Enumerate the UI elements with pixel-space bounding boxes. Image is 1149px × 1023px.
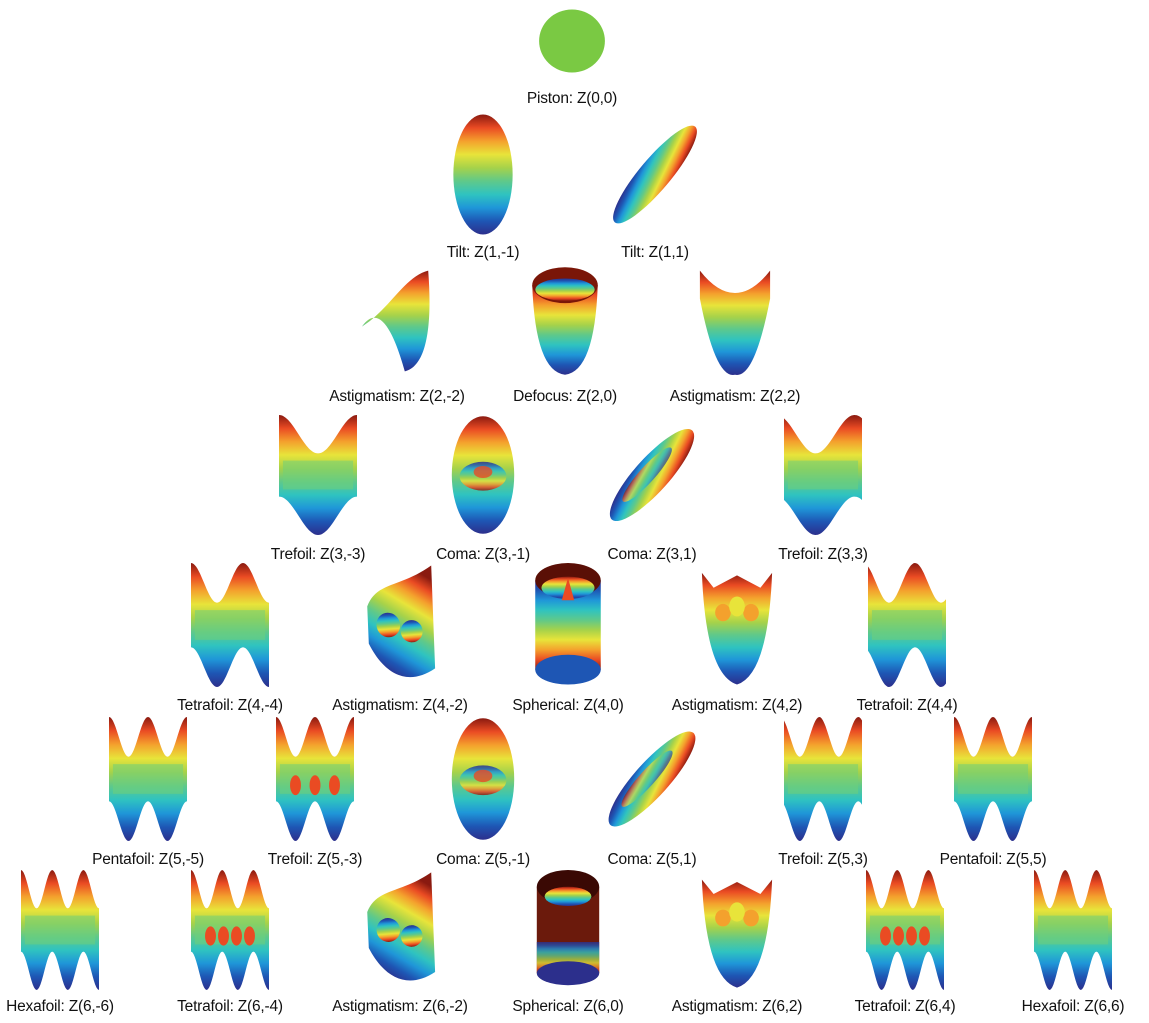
zernike-term-label: Piston: Z(0,0) — [472, 90, 672, 108]
zernike-surface-plot — [361, 563, 439, 687]
zernike-term: Coma: Z(5,-1) — [408, 717, 558, 841]
zernike-term: Coma: Z(3,1) — [577, 415, 727, 535]
zernike-surface-plot — [784, 415, 862, 535]
zernike-term-label: Coma: Z(3,1) — [552, 546, 752, 564]
zernike-term: Spherical: Z(4,0) — [493, 563, 643, 687]
zernike-term: Astigmatism: Z(2,2) — [660, 265, 810, 377]
zernike-term: Pentafoil: Z(5,5) — [918, 717, 1068, 841]
zernike-term-label: Pentafoil: Z(5,5) — [893, 851, 1093, 869]
zernike-surface-plot — [109, 717, 187, 841]
zernike-term-label: Hexafoil: Z(6,6) — [973, 998, 1149, 1016]
zernike-term: Coma: Z(3,-1) — [408, 415, 558, 535]
zernike-term: Tetrafoil: Z(4,-4) — [155, 563, 305, 687]
zernike-term-label: Trefoil: Z(3,3) — [723, 546, 923, 564]
zernike-surface-plot — [444, 112, 522, 237]
zernike-surface-plot — [191, 563, 269, 687]
zernike-term: Spherical: Z(6,0) — [493, 870, 643, 990]
zernike-surface-plot — [279, 415, 357, 535]
zernike-term: Astigmatism: Z(2,-2) — [322, 265, 472, 377]
zernike-surface-plot — [361, 870, 439, 990]
zernike-surface-plot — [526, 265, 604, 377]
zernike-surface-plot — [696, 265, 774, 377]
zernike-surface-plot — [444, 717, 522, 841]
zernike-surface-plot — [613, 717, 691, 841]
zernike-term: Tetrafoil: Z(6,-4) — [155, 870, 305, 990]
zernike-term-label: Astigmatism: Z(2,2) — [635, 388, 835, 406]
zernike-surface-plot — [537, 6, 607, 76]
zernike-term: Defocus: Z(2,0) — [490, 265, 640, 377]
zernike-surface-plot — [784, 717, 862, 841]
zernike-term-label: Coma: Z(5,1) — [552, 851, 752, 869]
zernike-term: Hexafoil: Z(6,-6) — [0, 870, 135, 990]
zernike-term: Astigmatism: Z(4,2) — [662, 563, 812, 687]
zernike-surface-plot — [613, 415, 691, 535]
zernike-surface-plot — [529, 563, 607, 687]
zernike-term: Trefoil: Z(3,3) — [748, 415, 898, 535]
zernike-term: Trefoil: Z(5,3) — [748, 717, 898, 841]
zernike-surface-plot — [529, 870, 607, 990]
zernike-term: Piston: Z(0,0) — [497, 6, 647, 76]
zernike-term: Hexafoil: Z(6,6) — [998, 870, 1148, 990]
zernike-term: Trefoil: Z(5,-3) — [240, 717, 390, 841]
zernike-term: Tetrafoil: Z(4,4) — [832, 563, 982, 687]
zernike-term: Astigmatism: Z(6,-2) — [325, 870, 475, 990]
zernike-term-label: Tilt: Z(1,-1) — [383, 244, 583, 262]
zernike-surface-plot — [444, 415, 522, 535]
zernike-term: Tetrafoil: Z(6,4) — [830, 870, 980, 990]
zernike-surface-plot — [191, 870, 269, 990]
zernike-surface-plot — [616, 112, 694, 237]
zernike-term-label: Tetrafoil: Z(4,4) — [807, 697, 1007, 715]
zernike-surface-plot — [868, 563, 946, 687]
zernike-term: Astigmatism: Z(6,2) — [662, 870, 812, 990]
zernike-term-label: Tilt: Z(1,1) — [555, 244, 755, 262]
zernike-term: Pentafoil: Z(5,-5) — [73, 717, 223, 841]
zernike-term: Tilt: Z(1,-1) — [408, 112, 558, 237]
zernike-surface-plot — [698, 870, 776, 990]
zernike-term: Tilt: Z(1,1) — [580, 112, 730, 237]
zernike-surface-plot — [276, 717, 354, 841]
zernike-surface-plot — [358, 265, 436, 377]
zernike-term: Trefoil: Z(3,-3) — [243, 415, 393, 535]
zernike-surface-plot — [1034, 870, 1112, 990]
zernike-term: Astigmatism: Z(4,-2) — [325, 563, 475, 687]
zernike-surface-plot — [21, 870, 99, 990]
zernike-surface-plot — [698, 563, 776, 687]
zernike-surface-plot — [866, 870, 944, 990]
zernike-term: Coma: Z(5,1) — [577, 717, 727, 841]
zernike-surface-plot — [954, 717, 1032, 841]
